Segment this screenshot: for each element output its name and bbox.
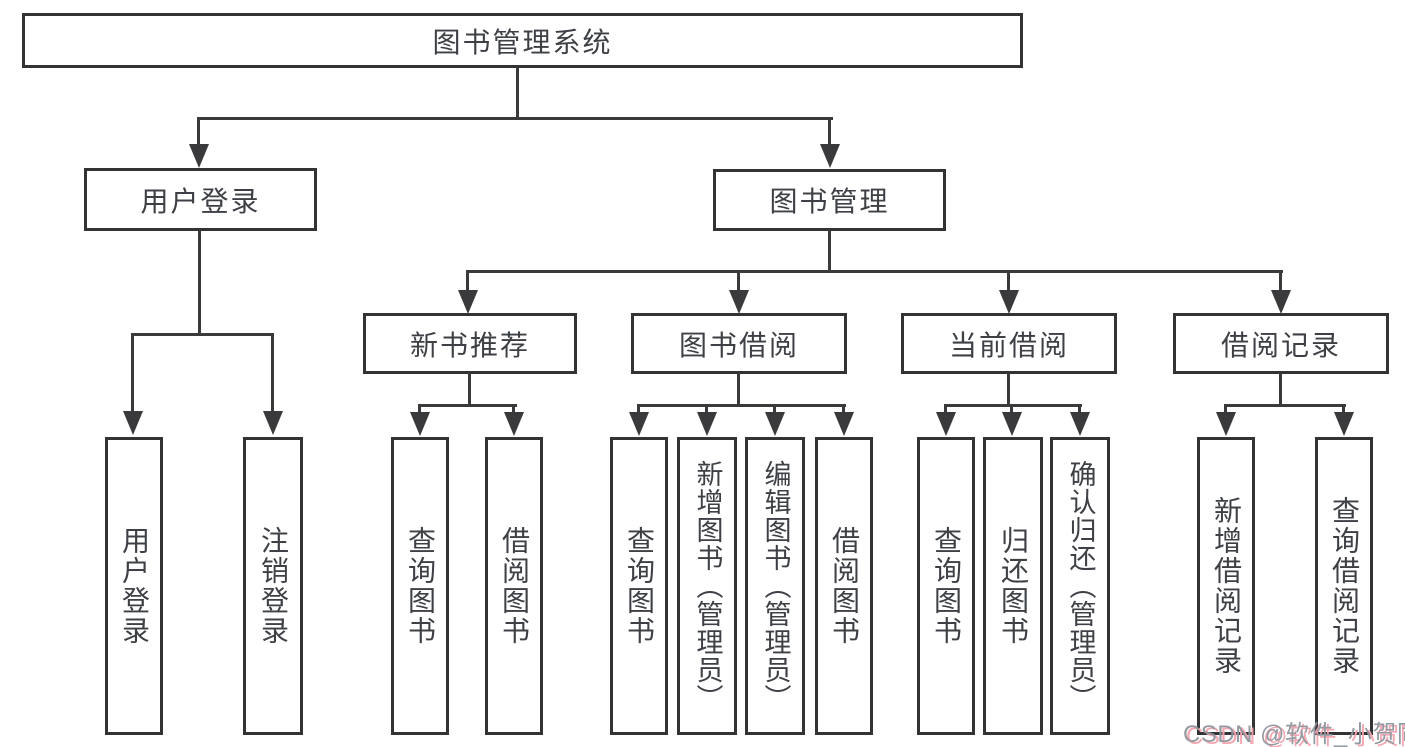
arrow-down-icon — [504, 412, 524, 436]
connector-current-borrow-split — [944, 404, 1082, 407]
connector-leaf-stem — [944, 406, 947, 414]
connector-leaf-stem — [1342, 406, 1345, 414]
connector-user-login-split — [131, 333, 274, 336]
leaf-query-book-3: 查询图书 — [917, 437, 975, 735]
connector-user-login-down — [198, 230, 201, 336]
leaf-query-borrow-record: 查询借阅记录 — [1315, 437, 1373, 735]
arrow-down-icon — [123, 411, 143, 435]
leaf-borrow-book-1-label: 借阅图书 — [499, 526, 530, 646]
arrow-down-icon — [999, 290, 1019, 314]
leaf-query-book-3-label: 查询图书 — [931, 526, 962, 646]
node-new-book-recommend-label: 新书推荐 — [409, 329, 530, 361]
arrow-down-icon — [936, 412, 956, 436]
connector-leaf-stem — [1010, 406, 1013, 414]
arrow-down-icon — [1271, 290, 1291, 314]
leaf-add-borrow-record: 新增借阅记录 — [1197, 437, 1255, 735]
connector-leaf-stem — [705, 406, 708, 414]
node-root-label: 图书管理系统 — [432, 26, 613, 58]
leaf-return-book-label: 归还图书 — [998, 526, 1029, 646]
leaf-logout-label: 注销登录 — [258, 526, 289, 646]
node-book-management: 图书管理 — [713, 169, 946, 231]
node-user-login: 用户登录 — [84, 168, 317, 231]
connector-book-management-down — [828, 230, 831, 273]
arrow-down-icon — [697, 412, 717, 436]
leaf-query-book-1: 查询图书 — [391, 437, 449, 735]
leaf-borrow-book-2: 借阅图书 — [815, 437, 873, 735]
arrow-down-icon — [263, 411, 283, 435]
leaf-user-login: 用户登录 — [105, 437, 163, 735]
leaf-add-book-admin: 新增图书（管理员） — [677, 437, 737, 735]
connector-root-stem — [516, 67, 519, 119]
leaf-logout: 注销登录 — [243, 437, 303, 735]
node-borrow-record-label: 借阅记录 — [1220, 329, 1341, 361]
connector-borrow-record-down — [1279, 373, 1282, 407]
connector-leaf-stem — [418, 406, 421, 414]
connector-level2-split — [197, 117, 833, 120]
connector-level3-stem — [1007, 272, 1010, 292]
leaf-confirm-return-admin: 确认归还（管理员） — [1050, 437, 1110, 735]
arrow-down-icon — [189, 144, 209, 168]
connector-level3-split — [466, 270, 1283, 273]
connector-user-login-stem — [197, 119, 200, 146]
leaf-borrow-book-2-label: 借阅图书 — [829, 526, 860, 646]
node-book-borrow: 图书借阅 — [631, 313, 847, 374]
connector-level3-stem — [1279, 272, 1282, 292]
leaf-query-book-2: 查询图书 — [610, 437, 668, 735]
arrow-down-icon — [458, 290, 478, 314]
connector-leaf-stem — [512, 406, 515, 414]
node-book-management-label: 图书管理 — [769, 186, 890, 217]
connector-book-borrow-split — [637, 404, 846, 407]
leaf-query-book-2-label: 查询图书 — [624, 526, 655, 646]
connector-leaf-stem — [1224, 406, 1227, 414]
leaf-query-borrow-record-label: 查询借阅记录 — [1329, 496, 1360, 676]
leaf-borrow-book-1: 借阅图书 — [485, 437, 543, 735]
leaf-return-book: 归还图书 — [983, 437, 1043, 735]
connector-level3-stem — [466, 272, 469, 292]
arrow-down-icon — [820, 144, 840, 168]
leaf-add-borrow-record-label: 新增借阅记录 — [1211, 496, 1242, 676]
connector-book-borrow-down — [737, 373, 740, 407]
leaf-user-login-label: 用户登录 — [119, 526, 150, 646]
node-new-book-recommend: 新书推荐 — [363, 313, 577, 374]
connector-new-book-recommend-split — [418, 404, 517, 407]
arrow-down-icon — [629, 412, 649, 436]
connector-level3-stem — [737, 272, 740, 292]
connector-leaf-stem — [131, 335, 134, 412]
node-user-login-label: 用户登录 — [140, 185, 261, 217]
connector-new-book-recommend-down — [468, 373, 471, 407]
arrow-down-icon — [1216, 412, 1236, 436]
arrow-down-icon — [729, 290, 749, 314]
arrow-down-icon — [1334, 412, 1354, 436]
leaf-edit-book-admin-label: 编辑图书（管理员） — [760, 460, 791, 712]
node-current-borrow: 当前借阅 — [901, 313, 1117, 374]
arrow-down-icon — [1002, 412, 1022, 436]
arrow-down-icon — [765, 412, 785, 436]
leaf-query-book-1-label: 查询图书 — [405, 526, 436, 646]
connector-leaf-stem — [842, 406, 845, 414]
node-current-borrow-label: 当前借阅 — [948, 329, 1069, 361]
connector-leaf-stem — [637, 406, 640, 414]
leaf-add-book-admin-label: 新增图书（管理员） — [692, 460, 723, 712]
csdn-watermark: CSDN @软件_小贺同学 — [1183, 721, 1405, 747]
arrow-down-icon — [410, 412, 430, 436]
node-book-borrow-label: 图书借阅 — [678, 329, 799, 361]
arrow-down-icon — [834, 412, 854, 436]
leaf-confirm-return-admin-label: 确认归还（管理员） — [1065, 460, 1096, 712]
connector-borrow-record-split — [1224, 404, 1346, 407]
arrow-down-icon — [1070, 412, 1090, 436]
node-root: 图书管理系统 — [22, 13, 1023, 68]
connector-current-borrow-down — [1007, 373, 1010, 407]
leaf-edit-book-admin: 编辑图书（管理员） — [745, 437, 805, 735]
connector-leaf-stem — [1078, 406, 1081, 414]
connector-leaf-stem — [773, 406, 776, 414]
connector-leaf-stem — [271, 335, 274, 412]
node-borrow-record: 借阅记录 — [1173, 313, 1389, 374]
connector-book-management-stem — [828, 119, 831, 146]
